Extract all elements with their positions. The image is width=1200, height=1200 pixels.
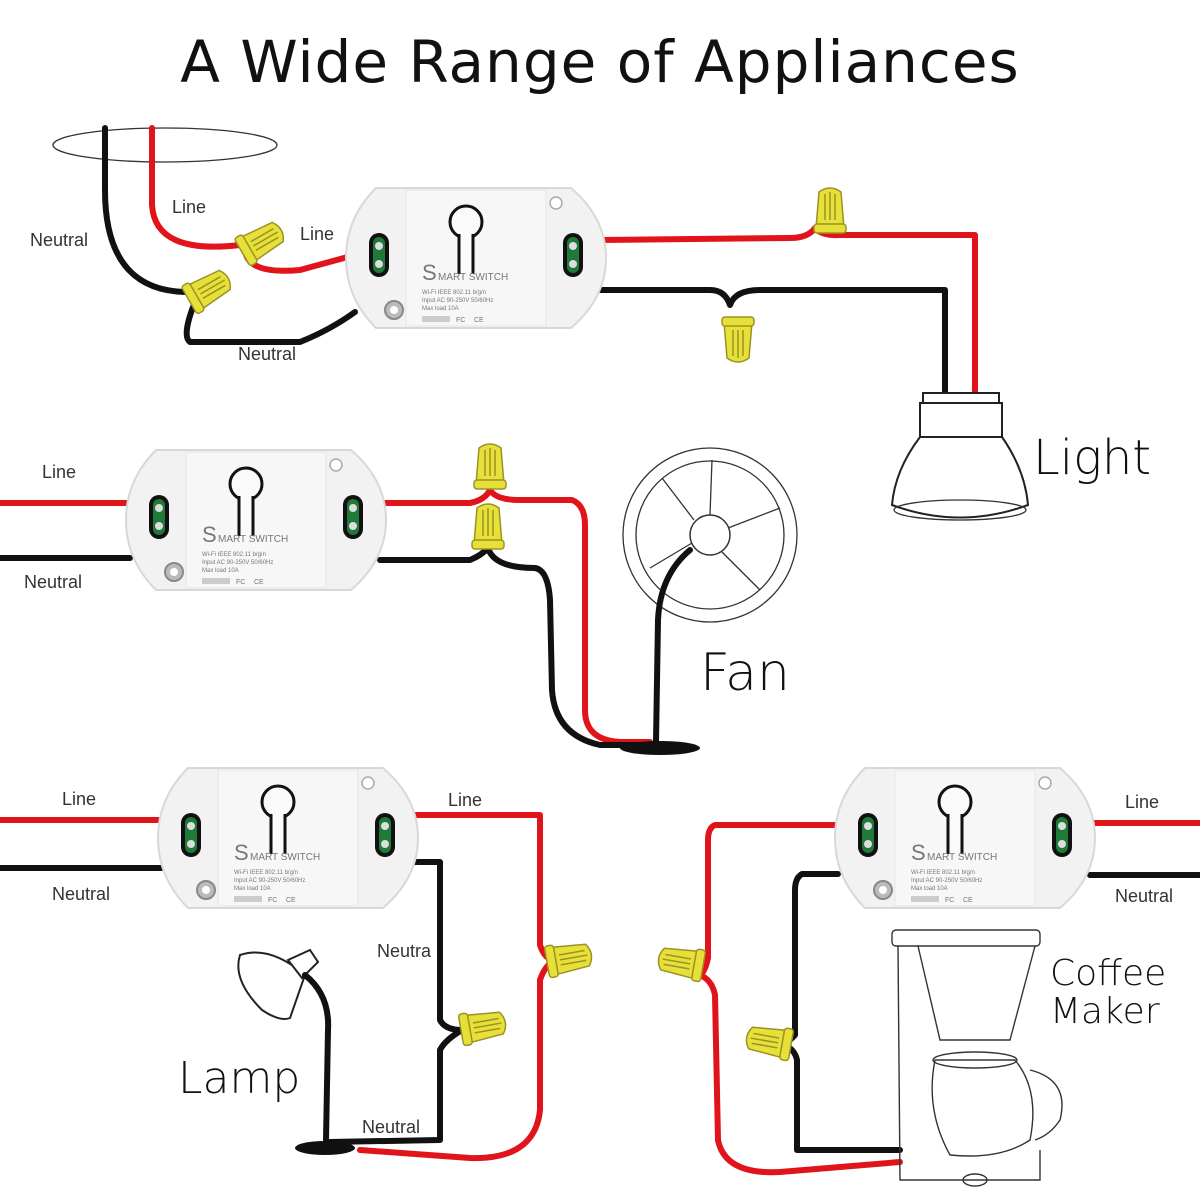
svg-text:Max load 10A: Max load 10A (911, 886, 948, 892)
wire-label-neutral-mid: Neutra (377, 941, 432, 961)
smart-switch-3 (156, 766, 420, 910)
svg-text:Input AC 90-250V 50/60Hz: Input AC 90-250V 50/60Hz (202, 560, 273, 566)
desk-lamp-icon (237, 948, 355, 1155)
diagram-coffee-maker: Coffee Maker Line Neutral (655, 766, 1200, 1187)
svg-text:FC: FC (945, 897, 954, 904)
svg-text:Wi-Fi IEEE 802.11 b/g/n: Wi-Fi IEEE 802.11 b/g/n (422, 290, 486, 296)
wire-label-line-out: Line (448, 790, 482, 810)
wire-label-neutral-in: Neutral (52, 884, 110, 904)
svg-text:MART SWITCH: MART SWITCH (438, 272, 508, 283)
svg-text:MART SWITCH: MART SWITCH (218, 534, 288, 545)
wire-nut-icon (655, 941, 707, 983)
wire-label-neutral-in: Neutral (1115, 886, 1173, 906)
wire-nut-icon (743, 1020, 795, 1062)
svg-text:CE: CE (474, 317, 484, 324)
appliance-label-lamp: Lamp (178, 1053, 300, 1104)
wire-nut-icon (543, 937, 595, 979)
svg-text:Input AC 90-250V 50/60Hz: Input AC 90-250V 50/60Hz (911, 878, 982, 884)
svg-text:S: S (911, 840, 926, 865)
svg-text:Max load 10A: Max load 10A (234, 886, 271, 892)
svg-text:MART SWITCH: MART SWITCH (927, 852, 997, 863)
svg-text:FC: FC (236, 579, 245, 586)
svg-text:S: S (202, 522, 217, 547)
svg-text:CE: CE (286, 897, 296, 904)
wire-label-neutral-in: Neutral (24, 572, 82, 592)
svg-text:Max load 10A: Max load 10A (202, 568, 239, 574)
svg-text:Input AC 90-250V 50/60Hz: Input AC 90-250V 50/60Hz (234, 878, 305, 884)
wire-label-line-in: Line (1125, 792, 1159, 812)
smart-switch-2 (124, 448, 388, 592)
switch-label-2: S MART SWITCH Wi-Fi IEEE 802.11 b/g/n In… (202, 522, 288, 586)
svg-text:MART SWITCH: MART SWITCH (250, 852, 320, 863)
appliance-label-coffee: Coffee (1050, 953, 1166, 994)
svg-text:Wi-Fi IEEE 802.11 b/g/n: Wi-Fi IEEE 802.11 b/g/n (911, 870, 975, 876)
wire-nut-icon (471, 503, 505, 550)
wire-nut-icon (813, 187, 847, 234)
wire-label-line-in: Line (42, 462, 76, 482)
wire-nut-icon (180, 263, 237, 316)
svg-text:FC: FC (268, 897, 277, 904)
diagram-light: Light Line Line Neutral Neutral (30, 125, 1151, 521)
svg-text:Wi-Fi IEEE 802.11 b/g/n: Wi-Fi IEEE 802.11 b/g/n (234, 870, 298, 876)
coffee-maker-icon (891, 929, 1063, 1187)
fan-icon (620, 447, 798, 755)
smart-switch-1 (344, 186, 608, 330)
wire-label-line-out: Line (300, 224, 334, 244)
svg-text:S: S (422, 260, 437, 285)
appliance-label-fan: Fan (700, 643, 790, 703)
ceiling-box-icon (52, 127, 278, 163)
wire-label-line-in: Line (172, 197, 206, 217)
switch-label-4: S MART SWITCH Wi-Fi IEEE 802.11 b/g/n In… (911, 840, 997, 904)
wire-label-line-in: Line (62, 789, 96, 809)
svg-text:CE: CE (254, 579, 264, 586)
svg-text:S: S (234, 840, 249, 865)
wire-nut-icon (721, 316, 755, 363)
wire-label-neutral-out: Neutral (362, 1117, 420, 1137)
appliance-label-maker: Maker (1050, 991, 1160, 1032)
light-bulb-icon (890, 392, 1030, 521)
diagram-lamp: Lamp Line Neutral Line Neutra Neutral (0, 766, 595, 1162)
wire-nut-icon (473, 443, 507, 490)
switch-label-3: S MART SWITCH Wi-Fi IEEE 802.11 b/g/n In… (234, 840, 320, 904)
wire-nut-icon (233, 215, 290, 268)
svg-text:Input AC 90-250V 50/60Hz: Input AC 90-250V 50/60Hz (422, 298, 493, 304)
page-title: A Wide Range of Appliances (180, 28, 1020, 96)
diagram-fan: Fan Line Neutral (0, 443, 798, 755)
wire-label-neutral-in: Neutral (30, 230, 88, 250)
wire-nut-icon (457, 1005, 509, 1047)
svg-text:Wi-Fi IEEE 802.11 b/g/n: Wi-Fi IEEE 802.11 b/g/n (202, 552, 266, 558)
smart-switch-4 (833, 766, 1097, 910)
svg-text:Max load 10A: Max load 10A (422, 306, 459, 312)
svg-text:FC: FC (456, 317, 465, 324)
wire-label-neutral-out: Neutral (238, 344, 296, 364)
svg-text:CE: CE (963, 897, 973, 904)
switch-label-1: S MART SWITCH Wi-Fi IEEE 802.11 b/g/n In… (422, 260, 508, 324)
appliance-label-light: Light (1033, 430, 1151, 486)
